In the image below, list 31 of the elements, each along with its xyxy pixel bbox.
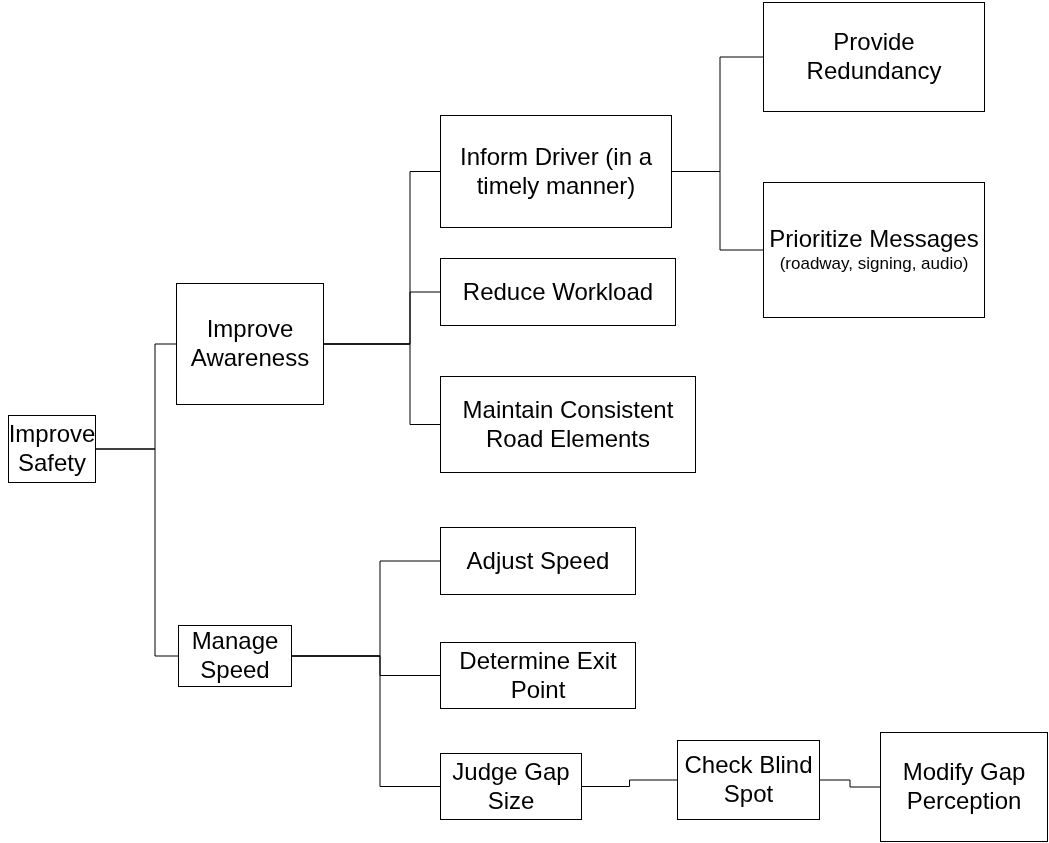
- connector-line: [819, 779, 881, 788]
- connector-line: [581, 779, 678, 787]
- process-box: [880, 732, 1048, 842]
- process-box: [440, 527, 636, 595]
- node-label: Determine Exit Point: [458, 646, 618, 705]
- process-box: [440, 642, 636, 709]
- connector-line: [95, 448, 179, 657]
- node-label: Modify Gap Perception: [901, 758, 1027, 816]
- process-box: [440, 753, 582, 820]
- node-label: Improve Awareness: [189, 315, 311, 373]
- process-box: [178, 625, 292, 687]
- node-label: Judge Gap Size: [451, 757, 571, 816]
- node-label: Check Blind Spot: [683, 751, 814, 809]
- connector-line: [323, 343, 441, 425]
- node-label: Prioritize Messages: [769, 225, 979, 255]
- node-label: Provide Redundancy: [805, 28, 943, 86]
- process-box: [440, 115, 672, 228]
- process-box: [440, 258, 676, 326]
- node-label: Inform Driver (in a timely manner): [458, 142, 653, 201]
- node-note: (roadway, signing, audio): [779, 254, 969, 275]
- process-box: [677, 740, 820, 820]
- process-box: [763, 182, 985, 318]
- connector-line: [291, 655, 441, 787]
- node-label: Maintain Consistent Road Elements: [461, 395, 675, 454]
- node-label: Improve Safety: [8, 420, 96, 478]
- process-box: [440, 376, 696, 473]
- process-box: [763, 2, 985, 112]
- node-label: Reduce Workload: [462, 277, 654, 307]
- node-label: Adjust Speed: [466, 546, 610, 576]
- node-label: Manage Speed: [190, 627, 280, 685]
- process-box: [176, 283, 324, 405]
